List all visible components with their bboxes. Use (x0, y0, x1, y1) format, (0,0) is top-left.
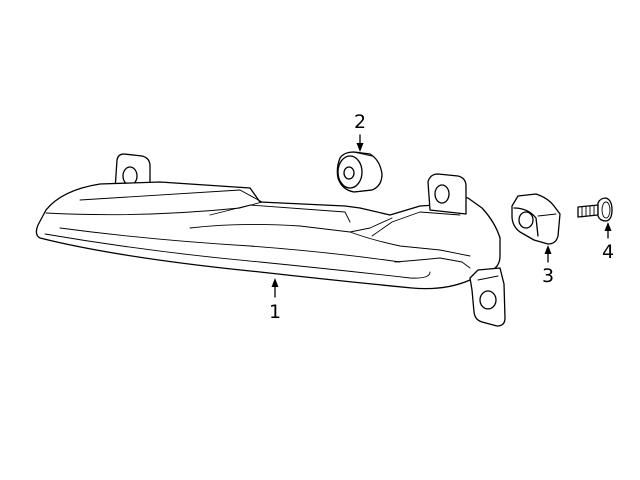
callout-1: 1 (269, 301, 281, 323)
callout-4: 4 (602, 241, 614, 263)
leader-arrows (271, 134, 612, 298)
callout-2: 2 (354, 111, 366, 133)
part-1-lamp-housing[interactable] (35, 153, 506, 327)
callout-3: 3 (542, 265, 554, 287)
part-3-nut[interactable] (511, 193, 561, 245)
part-4-bolt[interactable] (577, 197, 613, 222)
part-2-grommet[interactable] (336, 151, 383, 193)
